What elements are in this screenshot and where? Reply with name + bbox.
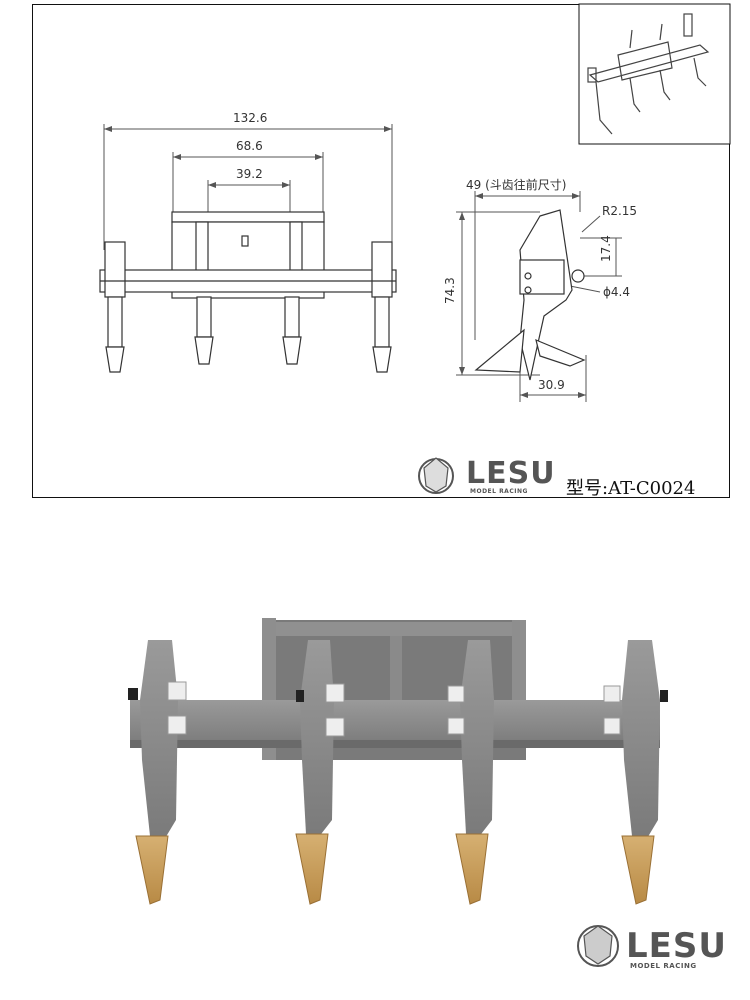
front-dimension-lines bbox=[103, 124, 393, 250]
model-number: 型号:AT-C0024 bbox=[566, 478, 696, 499]
dim-inner-width: 39.2 bbox=[236, 167, 263, 181]
side-dimension-lines bbox=[456, 191, 622, 402]
isometric-preview-icon bbox=[587, 13, 710, 135]
dim-bottom: 30.9 bbox=[538, 378, 565, 392]
dim-hole: ϕ4.4 bbox=[603, 285, 630, 299]
dim-side-top: 49 (斗齿往前尺寸) bbox=[466, 178, 567, 192]
front-dimension-arrows bbox=[104, 126, 392, 188]
lion-logo-icon bbox=[418, 457, 454, 494]
brand-subtitle-drawing: MODEL RACING bbox=[470, 488, 528, 495]
ripper-bolts bbox=[128, 681, 668, 737]
front-view-ripper bbox=[99, 211, 397, 373]
side-dimension-arrows bbox=[459, 193, 586, 398]
dim-radius: R2.15 bbox=[602, 204, 638, 218]
brand-name-photo: LESU bbox=[626, 926, 727, 966]
brand-name-drawing: LESU bbox=[466, 456, 556, 491]
dim-mid-width: 68.6 bbox=[236, 139, 263, 153]
dim-total-width: 132.6 bbox=[233, 111, 268, 125]
ripper-shanks bbox=[140, 640, 660, 840]
side-view-ripper bbox=[474, 209, 586, 381]
lion-logo-icon-photo bbox=[577, 925, 619, 967]
isometric-preview-box bbox=[578, 3, 731, 145]
ripper-cross-beam bbox=[130, 700, 660, 748]
ripper-teeth bbox=[135, 833, 655, 905]
brand-subtitle-photo: MODEL RACING bbox=[630, 962, 697, 970]
